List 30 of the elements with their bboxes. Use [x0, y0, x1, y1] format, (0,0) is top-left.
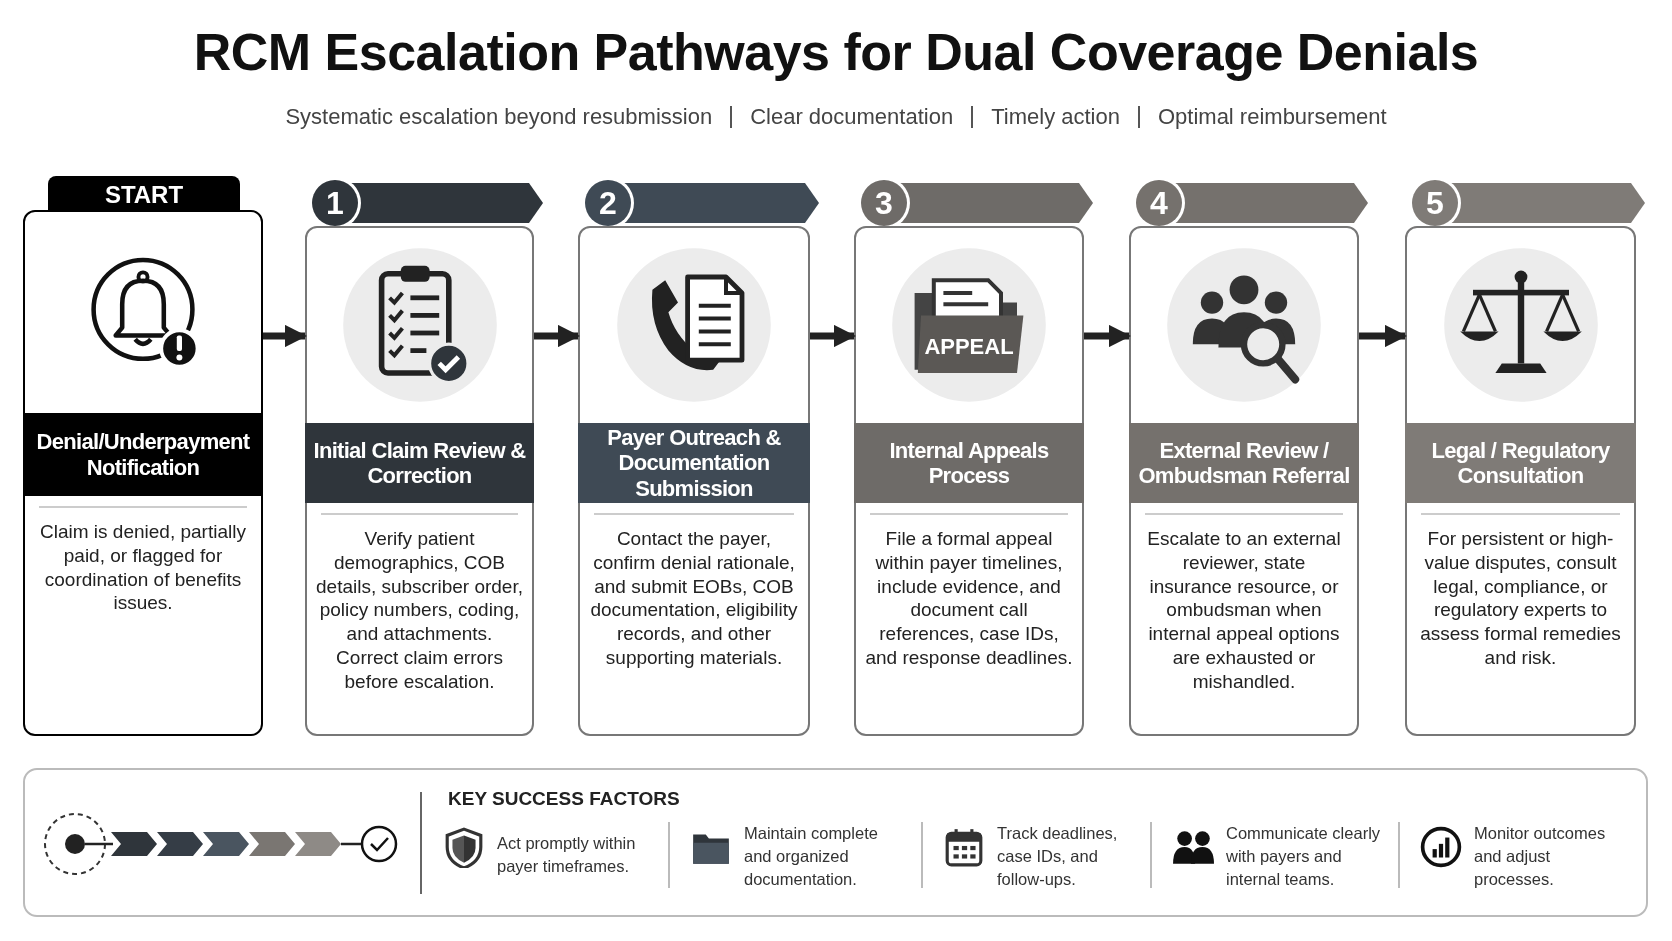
step-description: Contact the payer, confirm denial rationale, and submit EOBs, COB documentation, eligibility records, and other supporting materials.	[589, 527, 799, 670]
factor-text: Act promptly within payer timeframes.	[497, 833, 637, 878]
arrow	[534, 324, 581, 348]
factor-text: Track deadlines, case IDs, and follow-ups.	[997, 823, 1119, 891]
step-description: Verify patient demographics, COB details, subscriber order, policy numbers, coding, and attachments. Correct claim errors before escalation.	[315, 527, 524, 694]
step-heading: External Review / Ombudsman Referral	[1129, 423, 1359, 503]
subtitle-text: Timely action	[991, 104, 1120, 130]
step-description: For persistent or high-value disputes, consult legal, compliance, or regulatory experts to assess formal remedies and risk.	[1419, 527, 1622, 670]
step-heading: Denial/Underpayment Notification	[23, 413, 263, 496]
step-description: Claim is denied, partially paid, or flagged for coordination of benefits issues.	[39, 520, 247, 615]
step-heading: Payer Outreach & Documentation Submission	[578, 423, 810, 503]
subtitle-text: Systematic escalation beyond resubmission	[285, 104, 713, 130]
arrow	[1359, 324, 1408, 348]
step-description: Escalate to an external reviewer, state insurance resource, or ombudsman when internal appeal options are exhausted or mishandled.	[1146, 527, 1342, 694]
factor-text: Communicate clearly with payers and internal teams.	[1226, 823, 1382, 891]
key-success-factors-panel	[23, 768, 1648, 917]
arrow	[263, 324, 308, 348]
title: RCM Escalation Pathways for Dual Coverage Denials	[192, 22, 1480, 82]
step-heading: Legal / Regulatory Consultation	[1405, 423, 1636, 503]
subtitle-text: Clear documentation	[750, 104, 954, 130]
factor-text: Maintain complete and organized documentation.	[744, 823, 879, 891]
arrow	[1084, 324, 1132, 348]
step-heading: Internal Appeals Process	[854, 423, 1084, 503]
arrow	[810, 324, 857, 348]
step-heading: Initial Claim Review & Correction	[305, 423, 534, 503]
step-description: File a formal appeal within payer timelines, include evidence, and document call references, case IDs, and response deadlines.	[864, 527, 1074, 670]
section-heading: KEY SUCCESS FACTORS	[448, 788, 680, 810]
icon-text: APPEAL	[923, 334, 1015, 361]
subtitle-text: Optimal reimbursement	[1157, 104, 1387, 130]
factor-text: Monitor outcomes and adjust processes.	[1474, 823, 1607, 891]
